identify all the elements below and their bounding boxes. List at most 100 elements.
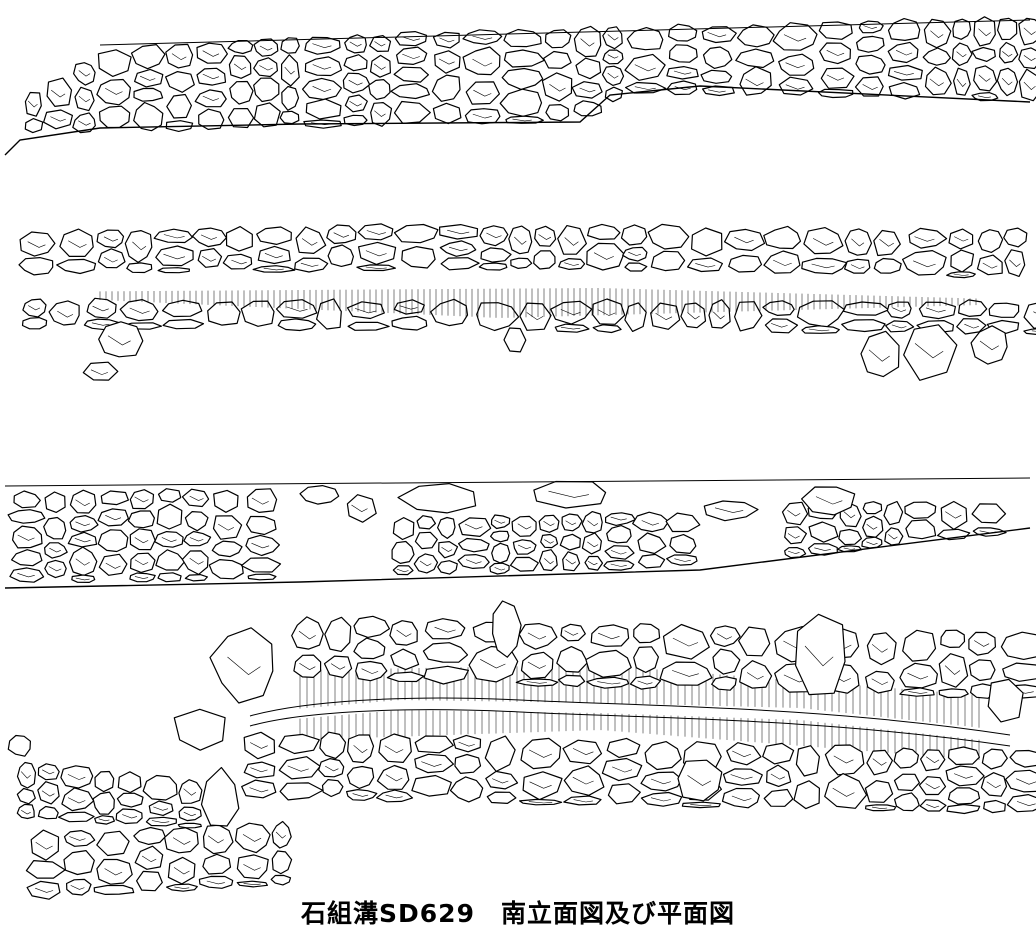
stone <box>369 54 391 78</box>
stone <box>430 298 469 327</box>
stone <box>321 778 344 798</box>
stone <box>323 655 353 679</box>
stone <box>669 533 697 555</box>
stone <box>951 42 973 67</box>
stone <box>838 528 863 546</box>
stone <box>281 85 300 111</box>
stone <box>98 105 131 129</box>
stone <box>873 257 902 274</box>
stone <box>181 550 209 576</box>
stone <box>977 229 1004 253</box>
stone <box>739 660 773 689</box>
stone <box>796 300 845 328</box>
stone <box>42 109 74 130</box>
stone <box>117 771 142 794</box>
stone <box>554 323 590 333</box>
stone <box>659 661 713 686</box>
stone <box>378 733 412 764</box>
stone <box>440 257 480 271</box>
stone <box>133 87 164 102</box>
stone <box>253 38 279 57</box>
stone <box>97 508 129 527</box>
stone <box>246 515 277 536</box>
stone <box>355 660 388 682</box>
stone <box>499 88 543 117</box>
stone <box>423 665 469 685</box>
stone <box>575 57 602 80</box>
stone <box>861 536 883 549</box>
stone <box>637 553 666 569</box>
stone <box>866 632 897 666</box>
stone <box>196 42 228 64</box>
stone <box>98 553 128 576</box>
stone <box>279 782 324 801</box>
stone <box>353 615 390 639</box>
stone <box>97 529 129 553</box>
stone <box>202 853 232 875</box>
stone <box>902 629 937 662</box>
stone <box>479 225 509 247</box>
stone <box>71 574 96 584</box>
stone <box>63 849 95 876</box>
stone <box>950 249 975 273</box>
stone <box>376 764 410 790</box>
stone <box>437 560 458 575</box>
stone <box>793 780 821 810</box>
stone <box>94 815 116 825</box>
stone <box>464 108 501 125</box>
stone <box>252 265 296 273</box>
stone <box>893 773 921 792</box>
stone <box>607 783 641 805</box>
stone <box>518 798 563 806</box>
stone <box>229 80 254 105</box>
stone <box>519 302 552 331</box>
stone <box>860 330 900 378</box>
stone <box>21 317 48 330</box>
stone <box>503 327 527 353</box>
stone <box>573 25 602 58</box>
stone <box>225 226 253 252</box>
stone <box>522 771 563 801</box>
stone <box>968 659 996 682</box>
stone <box>166 93 192 119</box>
stone <box>1004 249 1026 277</box>
stone <box>956 318 987 335</box>
stone <box>947 746 981 766</box>
stone <box>667 23 698 42</box>
stone <box>603 559 635 571</box>
stone <box>291 616 324 650</box>
stone <box>563 765 605 796</box>
stone <box>550 300 593 325</box>
stone <box>200 766 240 827</box>
stone <box>864 804 897 812</box>
stone <box>93 884 135 896</box>
stone <box>544 29 572 49</box>
stone <box>581 532 603 555</box>
stone <box>899 662 939 689</box>
stone <box>858 20 884 34</box>
stone <box>478 262 508 271</box>
stone <box>801 325 840 334</box>
stone <box>515 678 559 687</box>
stone <box>1002 662 1036 682</box>
stone <box>650 250 686 272</box>
stone <box>133 101 164 132</box>
stone <box>256 226 292 245</box>
stone <box>947 787 981 805</box>
stone <box>737 626 771 657</box>
stone <box>666 554 698 566</box>
stone <box>584 555 604 571</box>
stone <box>465 81 500 105</box>
stone <box>794 613 846 696</box>
stone <box>155 549 186 571</box>
stone <box>356 264 396 272</box>
stone <box>82 361 119 381</box>
stone <box>304 36 341 55</box>
stone <box>414 531 438 550</box>
surface-line <box>4 477 1031 487</box>
stone <box>392 516 415 541</box>
stone <box>98 321 144 358</box>
stone <box>983 799 1006 814</box>
stone <box>437 516 456 540</box>
stone <box>74 86 95 112</box>
